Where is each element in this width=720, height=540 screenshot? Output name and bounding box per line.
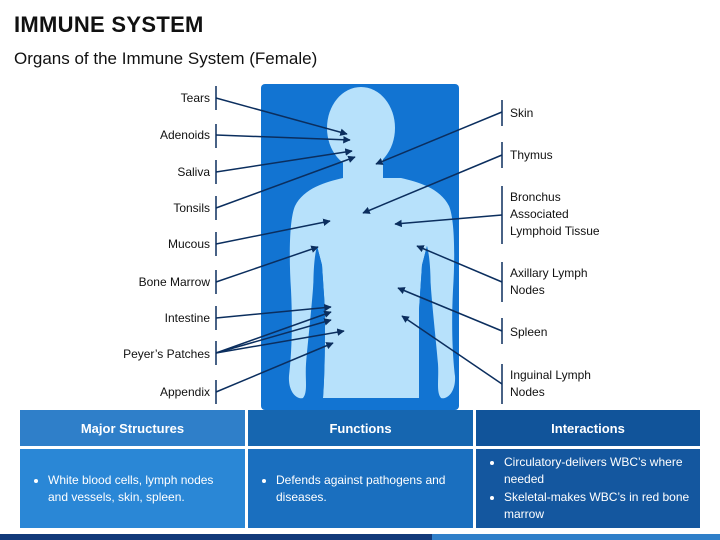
list-item: White blood cells, lymph nodes and vesse… (48, 472, 235, 506)
list-item: Defends against pathogens and diseases. (276, 472, 463, 506)
label-tears: Tears (181, 91, 210, 105)
page-title: IMMUNE SYSTEM (14, 12, 204, 37)
pointer-skin (375, 111, 503, 165)
cell-interactions: Circulatory-delivers WBC’s where needed … (476, 449, 700, 528)
label-appendix: Appendix (160, 385, 210, 399)
label-peyers-patches: Peyer’s Patches (123, 347, 210, 361)
cell-functions: Defends against pathogens and diseases. (248, 449, 473, 528)
pointer-axillary (416, 245, 503, 283)
footer-bar (0, 534, 720, 540)
header-functions: Functions (248, 410, 473, 446)
label-balt: Bronchus Associated Lymphoid Tissue (510, 190, 600, 238)
label-spleen: Spleen (510, 325, 547, 339)
female-body-silhouette (288, 87, 456, 399)
label-inguinal: Inguinal Lymph Nodes (510, 368, 594, 399)
page-subtitle: Organs of the Immune System (Female) (14, 49, 318, 68)
list-functions: Defends against pathogens and diseases. (262, 471, 463, 507)
pointer-adenoids (215, 134, 351, 144)
label-mucous: Mucous (168, 237, 210, 251)
pointer-inguinal (401, 315, 503, 385)
pointer-tonsils (215, 155, 356, 209)
pointer-thymus (362, 154, 503, 214)
pointer-balt (394, 214, 503, 228)
label-bone-marrow: Bone Marrow (139, 275, 211, 289)
pointer-peyers-2 (215, 318, 332, 354)
list-item: Skeletal-makes WBC’s in red bone marrow (504, 489, 690, 523)
header-interactions: Interactions (476, 410, 700, 446)
label-saliva: Saliva (177, 165, 210, 179)
arm-gaps (313, 246, 431, 398)
pointer-bone-marrow (215, 245, 319, 283)
pointer-saliva (215, 148, 353, 173)
label-skin: Skin (510, 106, 533, 120)
label-tonsils: Tonsils (173, 201, 210, 215)
list-interactions: Circulatory-delivers WBC’s where needed … (490, 453, 690, 524)
label-thymus: Thymus (510, 148, 553, 162)
pointer-peyers-3 (215, 328, 345, 354)
pointer-peyers-1 (215, 310, 332, 354)
pointer-tears (215, 97, 348, 136)
label-axillary: Axillary Lymph Nodes (510, 266, 591, 297)
immune-system-diagram: Tears Adenoids Saliva Tonsils Mucous Bon… (123, 84, 600, 410)
label-adenoids: Adenoids (160, 128, 210, 142)
label-intestine: Intestine (165, 311, 211, 325)
header-major-structures: Major Structures (20, 410, 245, 446)
pointer-appendix (215, 342, 334, 393)
right-pointer-lines (362, 111, 503, 385)
list-item: Circulatory-delivers WBC’s where needed (504, 454, 690, 488)
cell-major-structures: White blood cells, lymph nodes and vesse… (20, 449, 245, 528)
left-labels: Tears Adenoids Saliva Tonsils Mucous Bon… (123, 91, 210, 399)
pointer-mucous (215, 218, 331, 245)
summary-table: Major Structures Functions Interactions … (20, 410, 700, 528)
right-labels: Skin Thymus Bronchus Associated Lymphoid… (510, 106, 600, 399)
list-major-structures: White blood cells, lymph nodes and vesse… (34, 471, 235, 507)
pointer-intestine (215, 303, 332, 319)
left-pointer-lines (215, 97, 356, 393)
pointer-spleen (397, 287, 503, 332)
